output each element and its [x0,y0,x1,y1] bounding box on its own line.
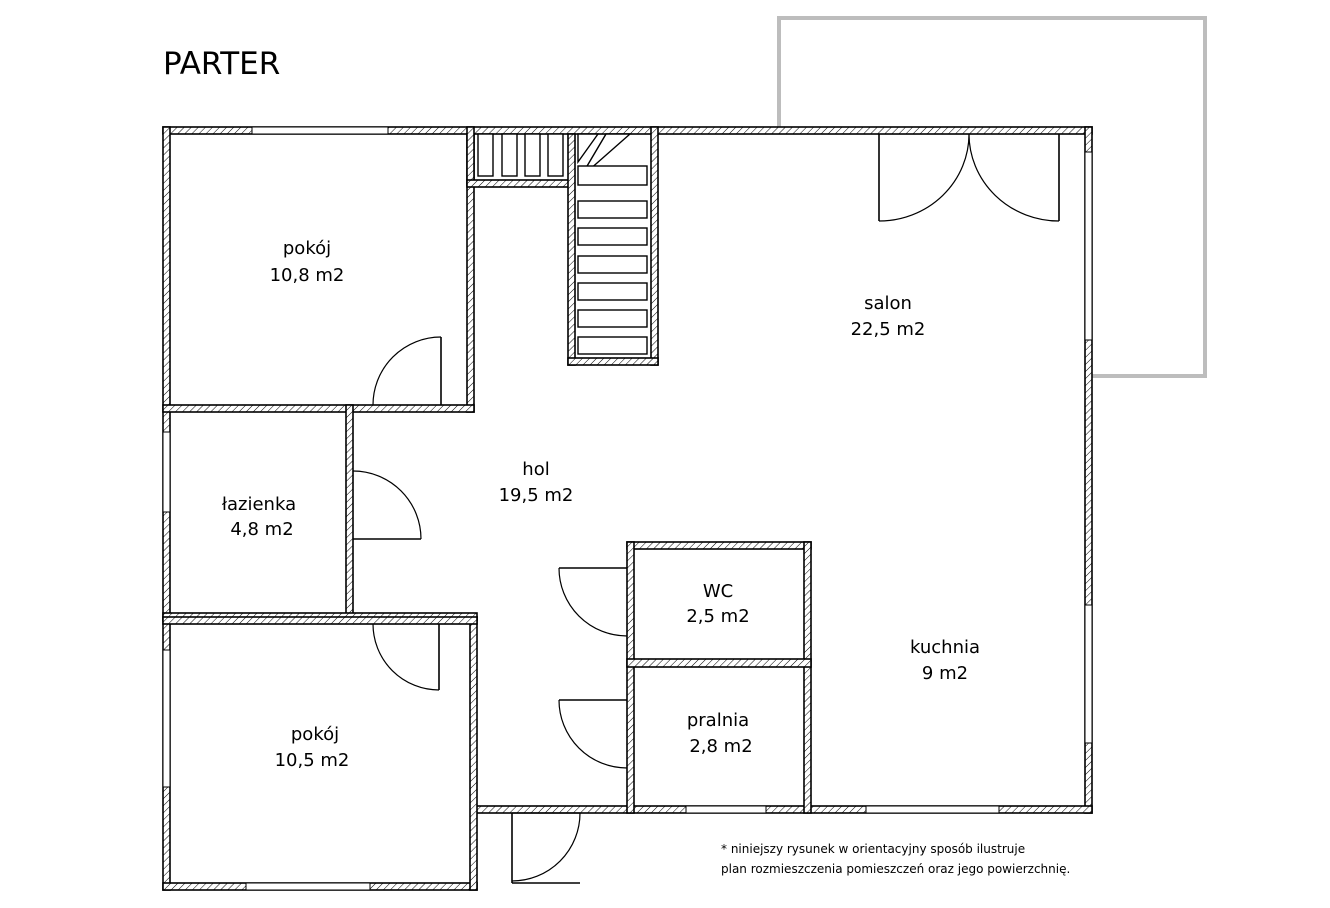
wall-pokoj-2-top [162,616,478,625]
stair-tread [577,200,648,219]
stair-tread [577,282,648,301]
room-area-lazienka: 4,8 m2 [230,519,293,540]
stair-wall-right [650,126,659,366]
stair-wall-inner [567,133,576,366]
room-name-kuchnia: kuchnia [910,637,980,658]
room-area-wc: 2,5 m2 [686,606,749,627]
stair-wall-end [567,357,659,366]
room-area-pokoj-2: 10,5 m2 [275,750,350,771]
door-lazienka [352,470,422,540]
footnote-line-2: plan rozmieszczenia pomieszczeń oraz jeg… [721,862,1070,876]
room-area-salon: 22,5 m2 [851,319,926,340]
stair-tread [577,336,648,355]
window-pokoj-2-side [162,649,171,788]
window-kuchnia-bottom [865,805,1000,814]
stair-winder [577,133,600,165]
room-name-hol: hol [522,459,549,480]
door-pralnia [558,699,628,769]
doors [352,133,1060,884]
wall-wc-left [626,541,635,814]
stair-tread [501,133,518,177]
wall-wc-right [803,541,812,814]
door-pokoj-2 [372,623,440,691]
window-pralnia [685,805,767,814]
window-pokoj-2-bottom [245,882,371,891]
window-kuchnia-right [1084,604,1093,744]
stair-tread [577,227,648,246]
room-name-wc: WC [703,581,733,602]
room-name-pralnia: pralnia [687,710,749,731]
room-area-kuchnia: 9 m2 [922,663,968,684]
wall-pokoj-1-bottom [162,404,475,413]
window-pokoj-1 [251,126,389,135]
door-entrance [511,812,581,884]
wall-wc-top [626,541,812,550]
window-salon-right [1084,151,1093,341]
stair-wall-bottom [466,179,572,188]
stair-tread [577,165,648,186]
window-lazienka [162,431,171,513]
stair-wall-left [466,126,475,186]
room-area-hol: 19,5 m2 [499,485,574,506]
room-name-pokoj-1: pokój [283,238,331,259]
stair-tread [547,133,564,177]
room-name-pokoj-2: pokój [291,724,339,745]
exterior-wall-entrance-side [469,616,478,891]
wall-lazienka-right [345,404,354,619]
walls [162,126,1093,891]
plan-title: PARTER [163,46,280,82]
terrace-outline [777,16,1207,378]
staircase [477,133,648,355]
room-area-pokoj-1: 10,8 m2 [270,265,345,286]
room-name-lazienka: łazienka [222,494,296,515]
wall-wc-pralnia [626,658,812,668]
door-pokoj-1 [372,336,442,406]
footnote-line-1: * niniejszy rysunek w orientacyjny sposó… [721,842,1025,856]
room-name-salon: salon [864,293,912,314]
stair-tread [577,255,648,274]
door-wc [558,567,628,637]
door-salon-terrace [878,133,1060,222]
stair-tread [524,133,541,177]
stair-tread [577,309,648,328]
windows [162,126,1093,891]
stair-tread [477,133,494,177]
room-area-pralnia: 2,8 m2 [689,736,752,757]
room-labels: pokój 10,8 m2 łazienka 4,8 m2 pokój 10,5… [222,238,980,771]
